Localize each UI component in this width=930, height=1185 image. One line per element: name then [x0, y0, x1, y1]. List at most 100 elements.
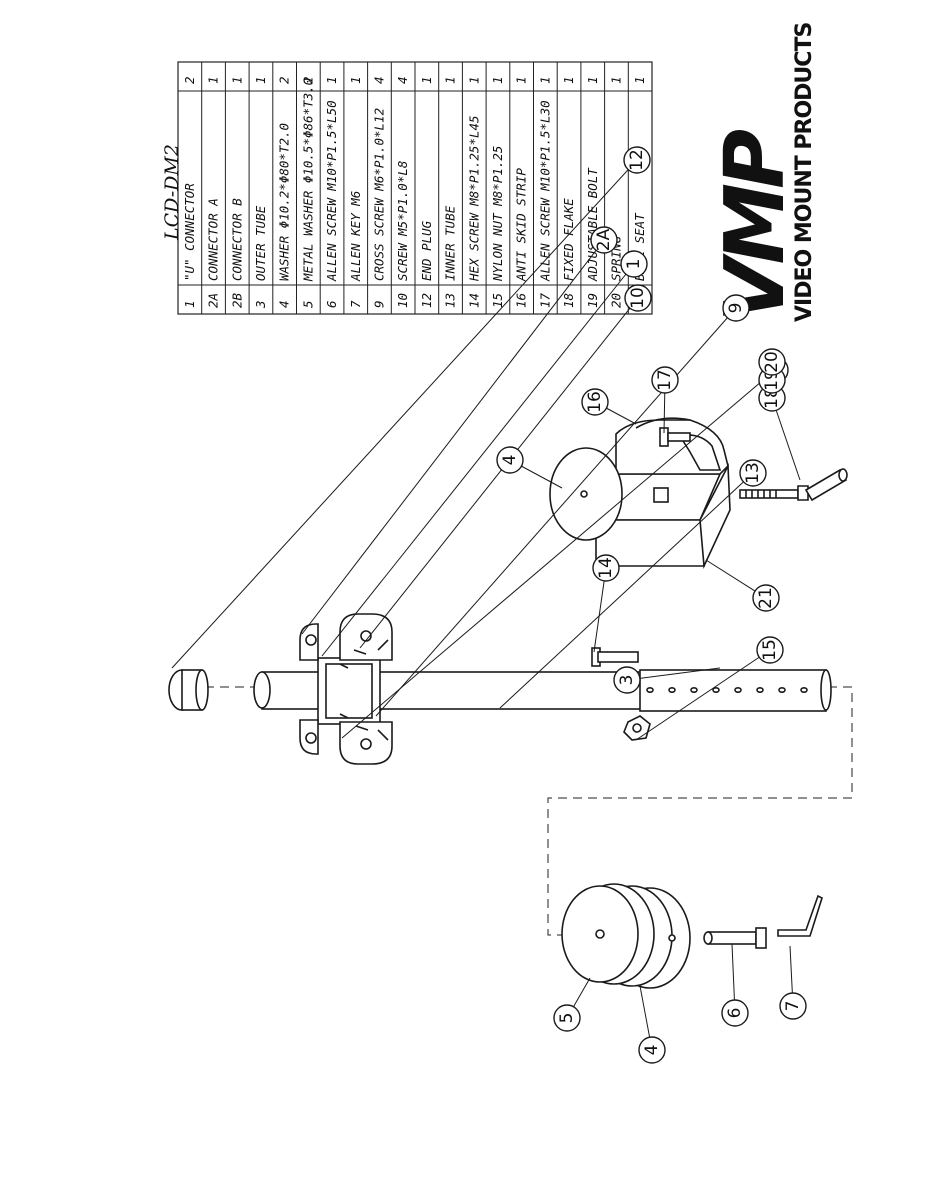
- part-description: FIXED FLAKE: [561, 198, 576, 281]
- tube-hole: [712, 686, 720, 693]
- part-number: 19: [585, 293, 600, 308]
- tube-hole: [668, 686, 676, 693]
- part-quantity: 1: [632, 76, 647, 84]
- part-quantity: 4: [395, 76, 410, 84]
- part-quantity: 2: [277, 76, 292, 84]
- allen-screw-6: [703, 927, 767, 949]
- callout-bubble: [590, 226, 618, 254]
- part-quantity: 4: [371, 76, 386, 84]
- part-number: 15: [490, 293, 505, 308]
- tube-hole: [800, 686, 808, 693]
- hex-screw: [591, 647, 639, 667]
- inner-tube: [253, 671, 643, 710]
- callout-18: 18: [758, 384, 801, 481]
- callout-bubble: [581, 388, 609, 416]
- callout-label: 7: [783, 1001, 803, 1012]
- callout-14: 14: [592, 554, 620, 653]
- part-description: OUTER TUBE: [253, 205, 268, 281]
- callout-6: 6: [721, 943, 749, 1027]
- base-seat: [594, 419, 731, 570]
- callout-2A: 2A: [301, 226, 618, 635]
- part-description: NYLON NUT M8*P1.25: [490, 146, 505, 282]
- part-number: 10: [395, 293, 410, 308]
- callout-7: 7: [779, 945, 807, 1020]
- vmp-logo: VMP VIDEO MOUNT PRODUCTS: [708, 23, 817, 322]
- tube-hole: [646, 686, 654, 693]
- drawing-title: LCD-DM2: [161, 144, 183, 241]
- part-quantity: 2: [300, 76, 315, 84]
- part-description: ALLEN SCREW M10*P1.5*L30: [537, 100, 552, 282]
- callout-bubble: [624, 284, 652, 312]
- part-quantity: 1: [490, 76, 505, 84]
- part-description: SCREW M5*P1.0*L8: [395, 161, 410, 281]
- part-description: CONNECTOR B: [229, 198, 244, 281]
- callout-label: 3: [617, 675, 637, 686]
- part-quantity: 1: [585, 76, 600, 84]
- part-number: 20: [608, 293, 623, 308]
- parts-table-row: 10 SCREW M5*P1.0*L8 4: [395, 76, 410, 308]
- leader-line: [593, 567, 607, 653]
- part-quantity: 1: [229, 76, 244, 84]
- callout-20: 20: [758, 348, 786, 376]
- callout-label: 10: [628, 287, 648, 309]
- leader-line: [626, 667, 721, 681]
- tube-hole: [778, 686, 786, 693]
- tube-hole: [734, 686, 742, 693]
- part-number: 2A: [206, 293, 221, 308]
- callout-21: 21: [705, 559, 780, 612]
- callout-bubble: [623, 146, 651, 174]
- part-description: ALLEN KEY M6: [348, 191, 363, 282]
- callout-label: 20: [762, 351, 782, 373]
- callout-bubble: [756, 636, 784, 664]
- part-quantity: 1: [537, 76, 552, 84]
- callout-17: 17: [651, 366, 679, 434]
- part-description: ADJUSTABLE BOLT: [585, 167, 600, 282]
- washer-stack: [561, 883, 691, 989]
- part-quantity: 1: [419, 76, 434, 84]
- callout-bubble: [496, 446, 524, 474]
- adjustable-bolt: [739, 468, 848, 502]
- part-quantity: 1: [466, 76, 481, 84]
- callout-15: 15: [635, 636, 784, 741]
- callout-label: 13: [743, 462, 763, 484]
- callout-3: 3: [613, 666, 721, 694]
- part-number: 18: [561, 293, 576, 308]
- callout-label: 12: [627, 149, 647, 171]
- callout-bubble: [620, 250, 648, 278]
- part-description: METAL WASHER Φ10.5*Φ86*T3.0: [300, 78, 315, 282]
- callout-label: 21: [756, 587, 776, 609]
- logo-name: VIDEO MOUNT PRODUCTS: [792, 23, 817, 322]
- part-number: 5: [300, 300, 315, 308]
- callout-bubble: [592, 554, 620, 582]
- part-quantity: 1: [443, 76, 458, 84]
- callout-1: 1: [321, 250, 648, 657]
- leader-line: [171, 159, 638, 669]
- part-quantity: 1: [561, 76, 576, 84]
- callout-4: 4: [496, 446, 563, 489]
- part-description: "U" CONNECTOR: [182, 183, 197, 281]
- callout-label: 15: [760, 639, 780, 661]
- part-description: END PLUG: [419, 220, 434, 281]
- assembly-line-washers: [547, 686, 853, 936]
- callout-bubble: [739, 459, 767, 487]
- parts-table-row: 17 ALLEN SCREW M10*P1.5*L30 1: [537, 76, 552, 308]
- anti-skid-strip: [635, 417, 691, 429]
- part-number: 7: [348, 300, 363, 308]
- part-description: WASHER Φ10.2*Φ80*T2.0: [277, 123, 292, 281]
- part-number: 12: [419, 293, 434, 308]
- callout-10: 10: [359, 284, 652, 649]
- part-number: 2B: [229, 292, 244, 308]
- callout-13: 13: [499, 459, 767, 709]
- logo-mark: VMP: [708, 130, 803, 322]
- part-number: 14: [466, 293, 481, 308]
- part-description: CROSS SCREW M6*P1.0*L12: [371, 108, 386, 281]
- part-number: 17: [537, 292, 552, 308]
